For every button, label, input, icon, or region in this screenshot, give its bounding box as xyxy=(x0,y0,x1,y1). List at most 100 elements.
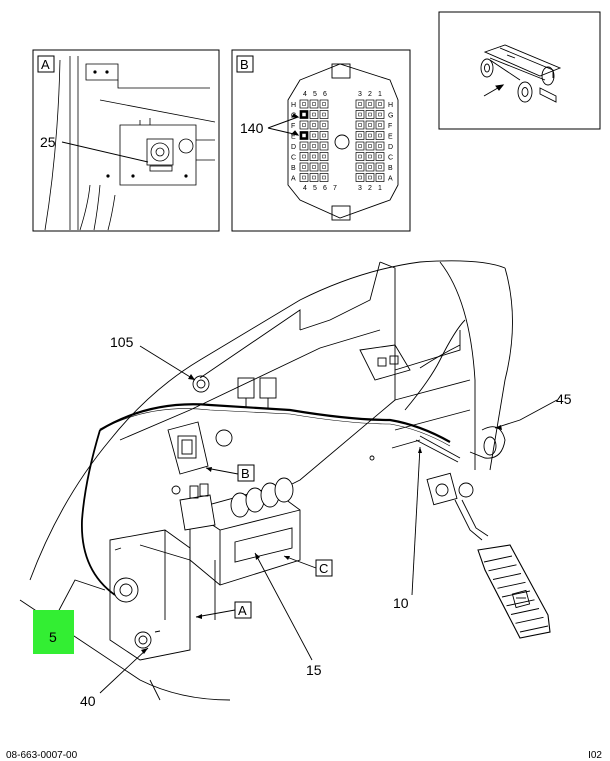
connector-pin xyxy=(355,173,365,182)
col-label: 4 xyxy=(303,185,307,192)
col-label: 5 xyxy=(313,91,317,98)
col-label: 7 xyxy=(333,185,337,192)
connector-pin-socket xyxy=(368,123,372,127)
callout-40[interactable]: 40 xyxy=(80,693,96,709)
connector-pin-socket xyxy=(358,154,362,159)
connector-pin-socket xyxy=(378,102,382,106)
callout-140: 140 xyxy=(240,120,264,136)
connector-pin-socket xyxy=(312,123,316,127)
connector-pin-socket xyxy=(368,133,372,138)
connector-pin xyxy=(375,120,385,130)
row-label: D xyxy=(388,144,393,151)
connector-pin xyxy=(319,120,329,130)
col-label: 4 xyxy=(303,91,307,98)
connector-pin xyxy=(355,120,365,130)
connector-pin xyxy=(299,99,309,109)
connector-pin-socket xyxy=(378,154,382,159)
sheet-id: I02 xyxy=(588,750,602,761)
connector-pin xyxy=(355,141,365,151)
callout-tag-b[interactable]: B xyxy=(241,466,250,481)
callout-5[interactable]: 5 xyxy=(49,629,57,645)
connector-pin xyxy=(299,120,309,130)
connector-pin-socket xyxy=(322,154,326,159)
inset-a: A 25 xyxy=(32,49,220,232)
connector-pin xyxy=(375,173,385,182)
connector-pin-socket xyxy=(312,175,316,180)
connector-pin-socket xyxy=(358,175,362,180)
connector-pin-socket xyxy=(368,175,372,180)
connector-pin-socket xyxy=(378,123,382,127)
connector-pin-socket xyxy=(358,112,362,117)
inset-b-tag: B xyxy=(240,57,249,72)
row-label: H xyxy=(388,102,393,109)
connector-pin-socket xyxy=(378,133,382,138)
connector-pin-socket xyxy=(378,165,382,169)
col-label: 3 xyxy=(358,185,362,192)
inset-vehicle xyxy=(438,11,601,130)
connector-pin xyxy=(309,99,319,109)
connector-pin-socket xyxy=(312,133,316,138)
connector-pin xyxy=(355,152,365,161)
connector-pin xyxy=(309,152,319,161)
connector-pin-socket xyxy=(302,112,306,117)
callout-15[interactable]: 15 xyxy=(306,662,322,678)
row-label: F xyxy=(291,123,295,130)
callout-10[interactable]: 10 xyxy=(393,595,409,611)
connector-pin-socket xyxy=(322,144,326,148)
connector-pin-socket xyxy=(302,102,306,106)
connector-pin xyxy=(365,141,375,151)
connector-pin xyxy=(375,152,385,161)
col-label: 6 xyxy=(323,91,327,98)
main-illustration xyxy=(19,260,551,701)
col-label: 2 xyxy=(368,185,372,192)
connector-pin-socket xyxy=(358,123,362,127)
connector-pin xyxy=(375,141,385,151)
row-label: A xyxy=(388,176,393,183)
connector-pin-socket xyxy=(312,154,316,159)
connector-pin xyxy=(319,99,329,109)
callout-tag-a[interactable]: A xyxy=(238,603,247,618)
col-label: 3 xyxy=(358,91,362,98)
connector-pin-socket xyxy=(302,165,306,169)
callout-105[interactable]: 105 xyxy=(110,334,134,350)
connector-pin xyxy=(309,131,319,140)
connector-pin-socket xyxy=(378,112,382,117)
callout-45[interactable]: 45 xyxy=(556,391,572,407)
document-id: 08-663-0007-00 xyxy=(6,750,78,761)
truck-icon xyxy=(480,44,562,103)
connector-pin-socket xyxy=(322,112,326,117)
connector-pin-socket xyxy=(302,144,306,148)
connector-pin xyxy=(365,152,375,161)
connector-pin xyxy=(309,110,319,119)
connector-pin xyxy=(299,162,309,172)
callout-tag-c[interactable]: C xyxy=(319,561,328,576)
connector-pin-socket xyxy=(312,144,316,148)
row-label: G xyxy=(388,113,393,120)
connector-pin xyxy=(309,120,319,130)
callout-leaders xyxy=(56,345,558,694)
connector-pin-socket xyxy=(358,133,362,138)
connector-pin xyxy=(319,131,329,140)
row-label: E xyxy=(291,134,296,141)
connector-pin-socket xyxy=(378,144,382,148)
row-label: E xyxy=(388,134,393,141)
connector-pin-socket xyxy=(358,102,362,106)
row-label: C xyxy=(388,155,393,162)
connector-pin-socket xyxy=(302,175,306,180)
connector-pin-socket xyxy=(368,144,372,148)
accelerator-pedal xyxy=(477,544,551,639)
connector-pin-socket xyxy=(322,175,326,180)
row-label: D xyxy=(291,144,296,151)
connector-pin xyxy=(299,152,309,161)
connector-pin-socket xyxy=(312,102,316,106)
connector-pin-socket xyxy=(322,133,326,138)
connector-pin-socket xyxy=(368,112,372,117)
highlight-box-5 xyxy=(33,610,74,654)
callout-25: 25 xyxy=(40,134,56,150)
connector-pin xyxy=(319,110,329,119)
col-label: 1 xyxy=(378,185,382,192)
connector-pin xyxy=(319,162,329,172)
connector-pin xyxy=(365,99,375,109)
connector-pin-socket xyxy=(322,165,326,169)
connector-pin xyxy=(319,152,329,161)
